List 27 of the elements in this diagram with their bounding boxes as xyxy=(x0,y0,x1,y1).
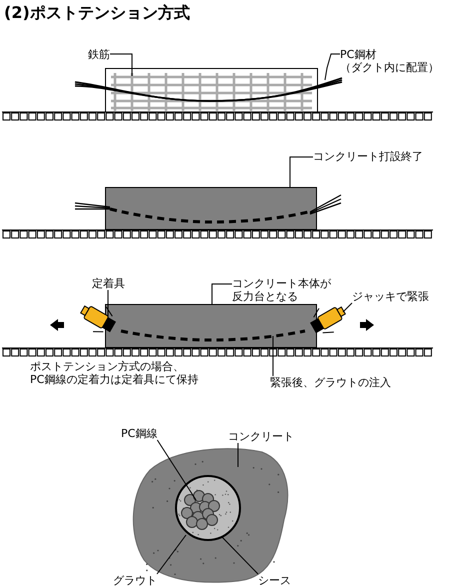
concrete-block xyxy=(105,304,317,348)
callout-label: シース xyxy=(258,574,291,587)
jack-drawing xyxy=(310,306,346,334)
leader-line xyxy=(342,302,352,312)
tendon-drawing xyxy=(74,77,342,102)
concrete-block xyxy=(105,187,317,230)
callout-label: グラウト xyxy=(113,574,157,587)
leader-line xyxy=(110,54,132,76)
callout-label: 鉄筋 xyxy=(88,48,110,61)
callout-label: 緊張後、グラウトの注入 xyxy=(270,376,391,389)
callout-label: 定着具 xyxy=(92,277,125,290)
leader-line xyxy=(222,536,258,574)
title: (2)ポストテンション方式 xyxy=(4,3,190,23)
leader-line xyxy=(324,54,340,80)
callout-label: PC鋼材（ダクト内に配置） xyxy=(340,48,450,74)
callout-label: PC鋼線 xyxy=(121,427,158,440)
leader-line xyxy=(290,156,314,188)
note-text: ポストテンション方式の場合、PC鋼線の定着力は定着具にて保持 xyxy=(30,360,200,386)
callout-label: コンクリート本体が反力台となる xyxy=(232,277,340,303)
leader-line xyxy=(156,440,196,500)
jack-drawing xyxy=(80,305,116,332)
callout-label: コンクリート打設終了 xyxy=(313,150,423,163)
leader-line xyxy=(272,336,274,376)
callout-label: ジャッキで緊張 xyxy=(352,290,429,303)
leader-line xyxy=(212,284,232,304)
callout-label: コンクリート xyxy=(228,430,294,443)
rebar-grid-drawing xyxy=(111,73,312,111)
